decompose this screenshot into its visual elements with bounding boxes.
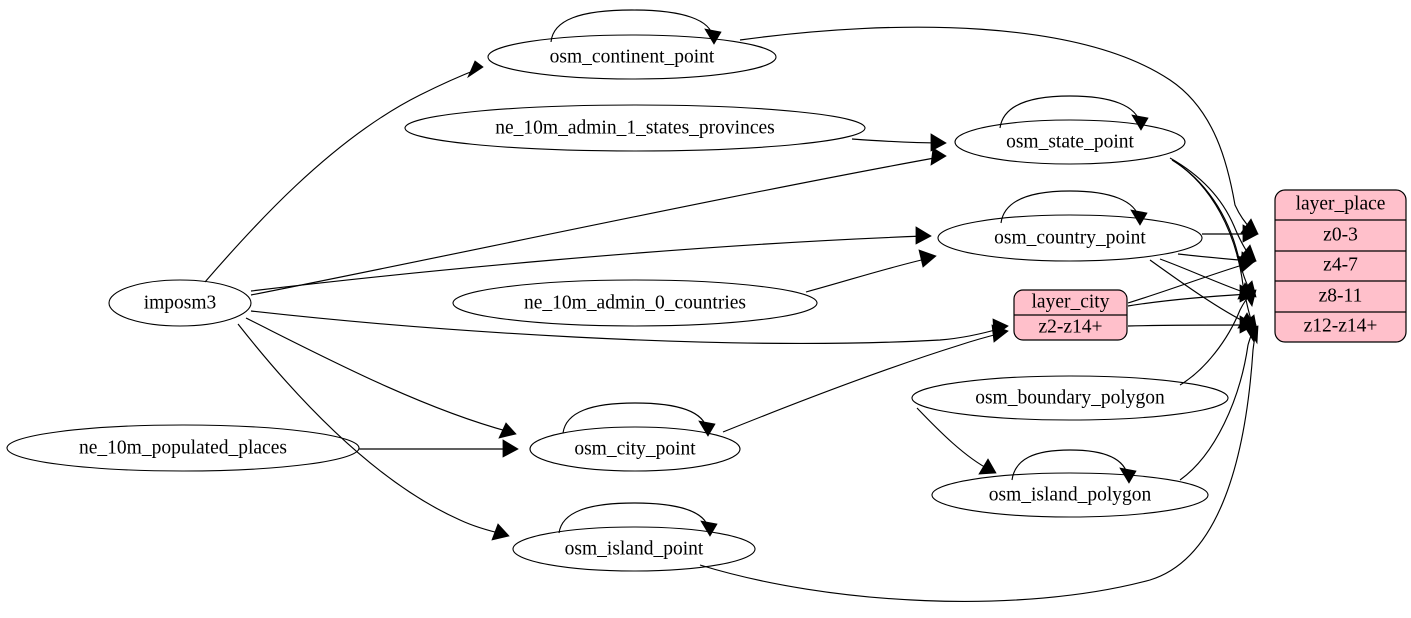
node-osm_boundary_polygon[interactable]: osm_boundary_polygon xyxy=(911,375,1229,421)
node-osm_country_point[interactable]: osm_country_point xyxy=(937,214,1203,262)
arrowhead-imposm3-osm_continent_point xyxy=(467,60,484,79)
arrowhead-imposm3-osm_island_point xyxy=(491,523,510,541)
arrowhead-selfloop-osm_city_point xyxy=(698,420,716,437)
arrowhead-imposm3-osm_state_point xyxy=(930,147,947,166)
arrowhead-city-layercity xyxy=(991,324,1009,343)
edge-osm_country_point-to-layer_place-z12 xyxy=(1149,259,1250,325)
selfloop-osm_continent_point xyxy=(550,9,714,43)
node-label-osm_continent_point: osm_continent_point xyxy=(550,46,715,67)
record-row-layer_place-z4-7: z4-7 xyxy=(1323,254,1358,275)
node-imposm3[interactable]: imposm3 xyxy=(108,279,252,327)
node-layer: imposm3 ne_10m_populated_places ne_10m_a… xyxy=(6,34,1229,572)
arrowhead-selfloop-osm_island_point xyxy=(700,520,718,537)
edge-layer_city-to-layer_place-z4-7 xyxy=(1127,262,1250,304)
edge-imposm3-to-osm_island_point xyxy=(237,323,504,535)
arrowhead-ne_admin0-osm_country_point xyxy=(918,249,937,268)
node-label-osm_boundary_polygon: osm_boundary_polygon xyxy=(975,387,1165,408)
arrowhead-islandpoint-layerplace xyxy=(1247,325,1259,345)
node-osm_city_point[interactable]: osm_city_point xyxy=(529,426,741,472)
record-node-layer_city[interactable]: layer_city z2-z14+ xyxy=(1013,289,1128,341)
record-row-layer_city-z2: z2-z14+ xyxy=(1038,316,1102,337)
edge-osm_continent_point-to-layer_place-z0-3 xyxy=(739,26,1253,231)
selfloop-osm_island_point xyxy=(558,502,710,534)
node-osm_island_point[interactable]: osm_island_point xyxy=(512,526,756,572)
node-label-osm_city_point: osm_city_point xyxy=(574,438,696,459)
node-ne_10m_populated_places[interactable]: ne_10m_populated_places xyxy=(6,424,360,472)
node-label-ne_10m_admin_0_countries: ne_10m_admin_0_countries xyxy=(524,292,746,313)
arrowhead-imposm3-osm_city_point xyxy=(498,422,517,439)
edge-osm_island_polygon-to-layer_place-z12 xyxy=(1179,329,1254,481)
edge-osm_island_point-to-layer_place-z12 xyxy=(699,331,1257,602)
node-label-osm_island_point: osm_island_point xyxy=(565,538,704,559)
node-ne_10m_admin_1_states_provinces[interactable]: ne_10m_admin_1_states_provinces xyxy=(404,104,866,152)
arrowhead-ne_populated-osm_city_point xyxy=(502,439,519,458)
selfloop-osm_city_point xyxy=(562,402,708,434)
node-osm_state_point[interactable]: osm_state_point xyxy=(954,119,1186,165)
edge-layer xyxy=(204,9,1259,602)
edge-imposm3-to-osm_continent_point xyxy=(204,68,479,283)
edge-osm_state_point-to-layer_place-z4-7 xyxy=(1169,157,1251,257)
node-label-imposm3: imposm3 xyxy=(144,292,217,313)
node-osm_continent_point[interactable]: osm_continent_point xyxy=(487,34,777,80)
selfloop-osm_state_point xyxy=(999,95,1141,129)
edge-imposm3-to-osm_country_point xyxy=(250,235,926,292)
arrowhead-osm_boundary-osm_island_polygon xyxy=(978,458,997,475)
edge-ne_admin1-to-osm_state_point xyxy=(851,138,941,144)
arrowhead-selfloop-osm_continent_point xyxy=(704,28,722,45)
record-row-layer_city-title: layer_city xyxy=(1032,291,1110,312)
node-label-osm_state_point: osm_state_point xyxy=(1006,131,1134,152)
edge-ne_admin0-to-osm_country_point xyxy=(805,257,931,293)
record-row-layer_place-z0-3: z0-3 xyxy=(1323,224,1358,245)
arrowhead-imposm3-osm_country_point xyxy=(915,226,932,245)
node-label-osm_island_polygon: osm_island_polygon xyxy=(989,484,1152,505)
arrowhead-ne_admin1-osm_state_point xyxy=(930,133,947,152)
edge-osm_city_point-to-layer_city xyxy=(722,332,1003,433)
edge-layer_city-to-layer_place-z12 xyxy=(1127,324,1250,327)
node-label-ne_10m_admin_1_states_provinces: ne_10m_admin_1_states_provinces xyxy=(495,117,774,138)
node-label-osm_country_point: osm_country_point xyxy=(994,227,1146,248)
record-node-layer_place[interactable]: layer_place z0-3 z4-7 z8-11 z12-z14+ xyxy=(1274,189,1407,343)
edge-imposm3-to-osm_state_point xyxy=(250,156,941,296)
node-label-ne_10m_populated_places: ne_10m_populated_places xyxy=(79,437,287,458)
arrowhead-boundary-layerplace xyxy=(1242,289,1257,307)
arrowhead-country-layerplace-a xyxy=(1242,224,1259,243)
record-row-layer_place-z12: z12-z14+ xyxy=(1304,315,1378,336)
selfloop-osm_island_polygon xyxy=(1011,449,1129,481)
arrowhead-layercity-layerplace-b xyxy=(1236,255,1256,273)
record-row-layer_place-title: layer_place xyxy=(1296,193,1386,214)
node-osm_island_polygon[interactable]: osm_island_polygon xyxy=(931,472,1209,518)
edge-imposm3-to-osm_city_point xyxy=(245,317,511,433)
edge-layer_city-to-layer_place-z8-11 xyxy=(1127,293,1250,307)
selfloop-osm_country_point xyxy=(1000,190,1140,224)
record-row-layer_place-z8-11: z8-11 xyxy=(1319,285,1363,306)
edge-osm_boundary_polygon-to-osm_island_polygon xyxy=(916,407,991,471)
edge-osm_state_point-to-layer_place-z12 xyxy=(1173,160,1254,326)
edge-imposm3-to-layer_city xyxy=(250,310,1003,344)
node-ne_10m_admin_0_countries[interactable]: ne_10m_admin_0_countries xyxy=(452,279,818,327)
edge-osm_boundary_polygon-to-layer_place-z8-11 xyxy=(1179,293,1252,386)
record-node-layer: layer_city z2-z14+ layer_place z0-3 z4-7… xyxy=(1013,189,1407,343)
arrowhead-selfloop-osm_state_point xyxy=(1131,114,1149,131)
